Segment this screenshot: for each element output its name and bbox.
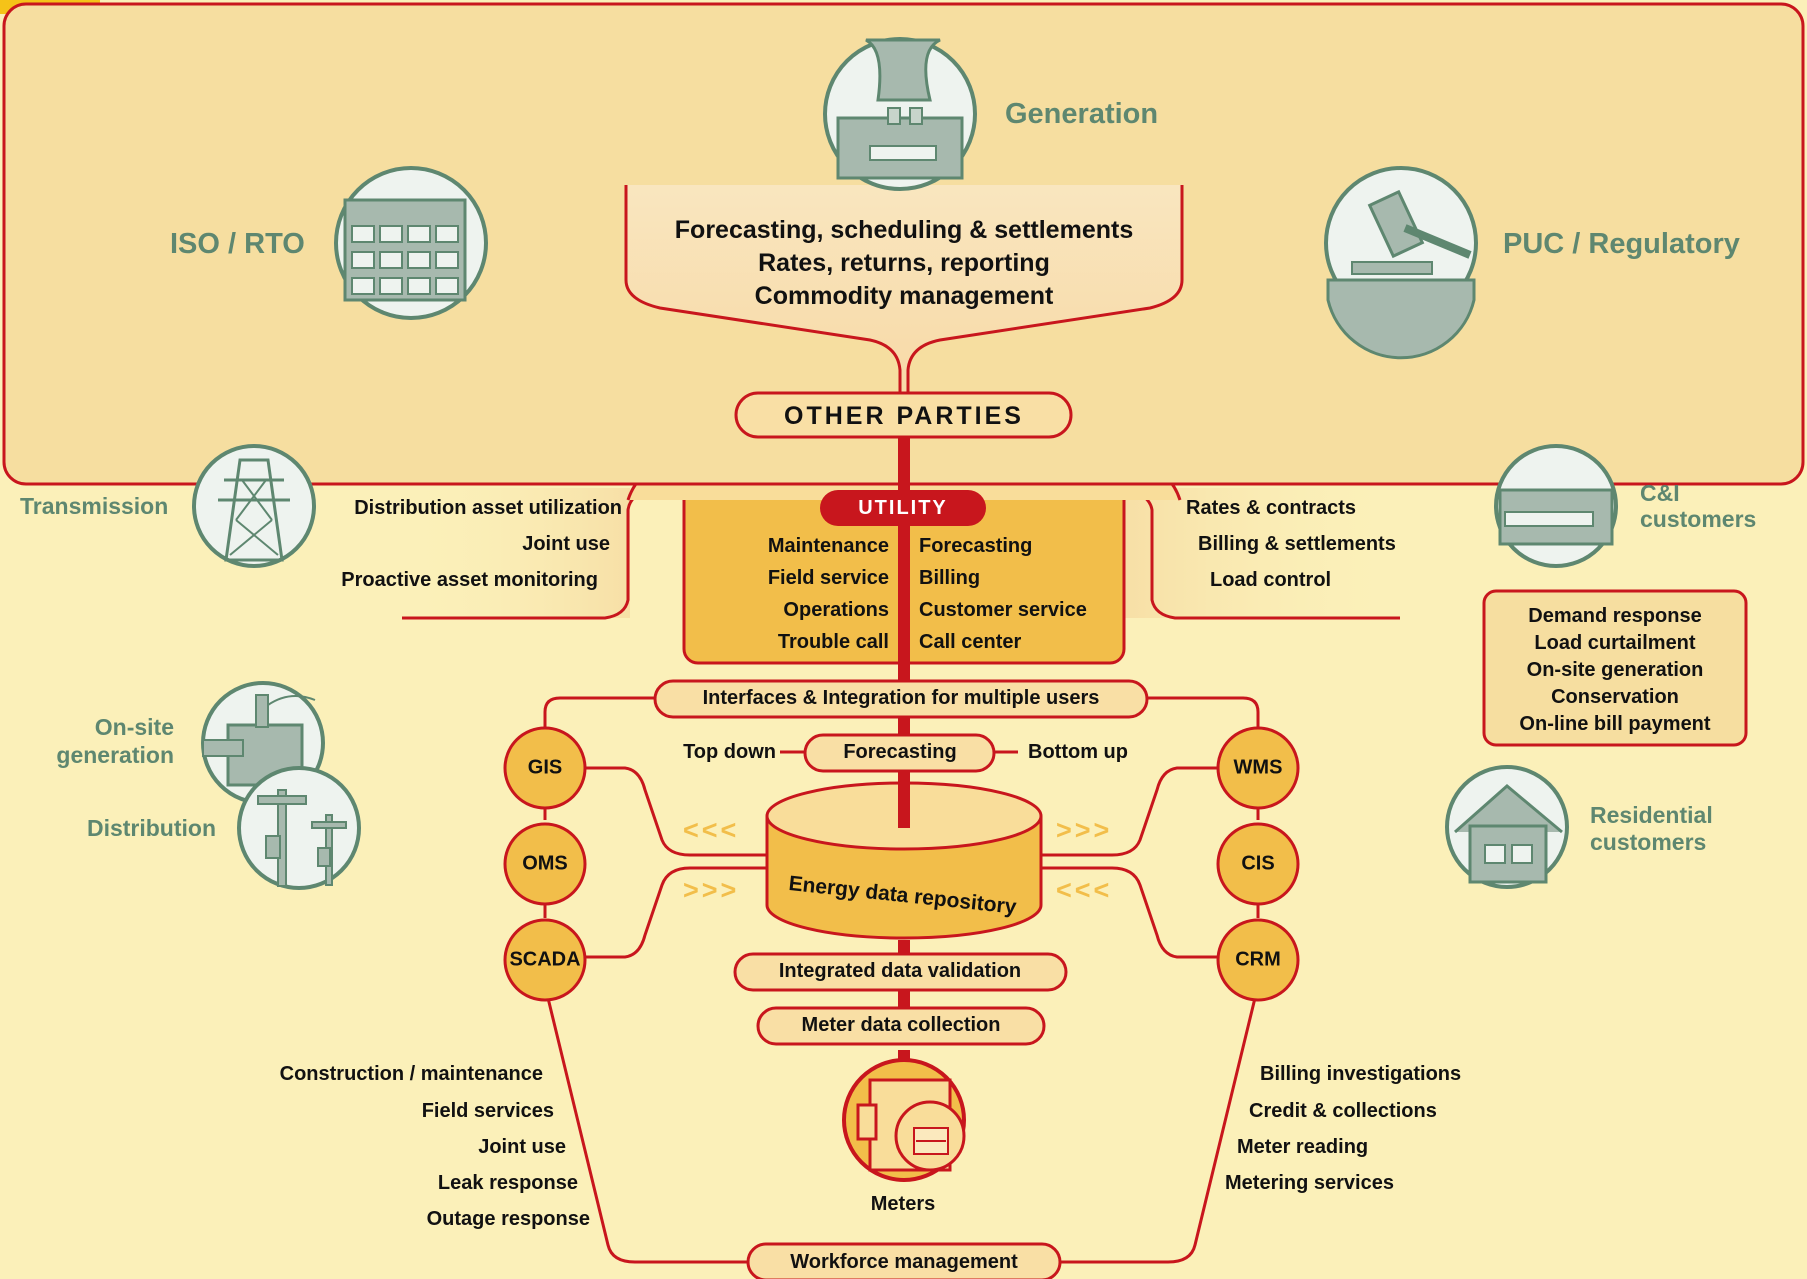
arrow-left-bottom: >>> [683,875,740,905]
funnel-line-1: Forecasting, scheduling & settlements [674,216,1134,244]
utility-left-list: Maintenance Field service Operations Tro… [768,530,889,658]
gis-node: GIS [527,756,563,779]
oms-node: OMS [522,852,568,875]
utility-item: Forecasting [919,535,1033,557]
repository-cylinder [765,781,1043,940]
generation-label: Generation [1005,98,1159,130]
utility-item: Customer service [919,599,1087,621]
system-connectors [543,766,1260,1264]
house-icon [1445,765,1569,889]
utility-item: Maintenance [767,535,889,557]
interfaces-bracket-right [1148,696,1260,740]
interfaces-label: Interfaces & Integration for multiple us… [702,687,1100,709]
residential-label-1: Residential [1590,802,1713,828]
bottom-left-item: Joint use [478,1136,566,1158]
transmission-label: Transmission [20,493,169,519]
meters-label: Meters [870,1193,936,1215]
utility-right-list: Forecasting Billing Customer service Cal… [919,530,1087,658]
puc-regulatory-label: PUC / Regulatory [1503,228,1740,260]
left-wing-item: Joint use [522,533,610,555]
crm-node: CRM [1235,948,1281,971]
onsite-label-2: generation [56,742,174,768]
validation-label: Integrated data validation [778,960,1022,982]
funnel-box-border [624,185,1184,398]
workforce-pill [746,1242,1062,1279]
other-parties-label: OTHER PARTIES [784,402,1024,430]
customer-item: Conservation [1551,686,1679,708]
arrow-right-top: >>> [1056,815,1113,845]
interfaces-bracket-left [543,696,655,740]
utility-pole-icon [237,766,361,890]
utility-pill [820,490,986,526]
system-circles [503,726,1300,1002]
bottom-right-item: Credit & collections [1249,1100,1437,1122]
bottom-up-label: Bottom up [1028,741,1128,763]
customer-box-list: Demand response Load curtailment On-site… [1519,603,1710,738]
interfaces-pill [653,679,1149,719]
office-building-icon [334,166,488,320]
utility-label: UTILITY [858,497,948,519]
customer-item: On-line bill payment [1519,713,1711,735]
customer-item: Load curtailment [1534,632,1696,654]
utility-item: Field service [767,567,889,589]
workforce-label: Workforce management [790,1251,1018,1273]
collection-pill [756,1006,1046,1046]
other-parties-pill [734,391,1073,439]
utility-item: Operations [783,599,889,621]
bottom-right-item: Billing investigations [1260,1063,1462,1085]
customer-item: Demand response [1528,605,1702,627]
utility-item: Call center [919,631,1022,653]
arrow-right-bottom: <<< [1056,875,1113,905]
utility-item: Billing [919,567,981,589]
funnel-box-fill [626,185,1182,398]
left-wing-fill [400,488,630,618]
right-wing-item: Billing & settlements [1198,533,1396,555]
arrow-left-top: <<< [683,815,740,845]
bottom-right-lines [1212,1087,1600,1200]
bottom-left-item: Outage response [426,1208,590,1230]
transmission-tower-icon [192,444,316,568]
right-wing-item: Load control [1210,569,1332,591]
forecasting-pill [803,733,996,773]
gavel-icon [1324,166,1478,360]
onsite-label-1: On-site [94,714,174,740]
bottom-right-item: Meter reading [1237,1136,1369,1158]
central-spine [898,432,910,828]
funnel-line-2: Rates, returns, reporting [758,249,1050,277]
left-wing-item: Distribution asset utilization [354,497,622,519]
funnel-box-text: Forecasting, scheduling & settlements Ra… [675,214,1133,313]
collection-label: Meter data collection [801,1014,1001,1036]
scada-node: SCADA [509,948,581,971]
distribution-label: Distribution [86,815,216,841]
ci-label-1: C&I [1640,480,1680,506]
forecasting-label: Forecasting [843,741,957,763]
bottom-left-item: Construction / maintenance [279,1063,543,1085]
residential-label-2: customers [1590,829,1707,855]
left-wing-item: Proactive asset monitoring [341,569,598,591]
ci-label-2: customers [1640,506,1757,532]
customer-box [1482,589,1748,747]
bottom-left-item: Field services [421,1100,554,1122]
power-plant-icon [823,37,977,191]
wms-node: WMS [1233,756,1283,779]
bottom-left-lines [200,1087,600,1236]
right-wing-fill [1125,488,1405,618]
right-wing-item: Rates & contracts [1186,497,1357,519]
iso-rto-label: ISO / RTO [170,228,305,260]
top-down-label: Top down [683,741,776,763]
bottom-right-item: Metering services [1225,1172,1394,1194]
meter-icon [842,1058,966,1182]
utility-item: Trouble call [777,631,889,653]
bottom-left-item: Leak response [437,1172,578,1194]
funnel-line-3: Commodity management [754,282,1054,310]
customer-item: On-site generation [1526,659,1704,681]
cis-node: CIS [1241,852,1275,875]
factory-icon [1494,444,1618,568]
